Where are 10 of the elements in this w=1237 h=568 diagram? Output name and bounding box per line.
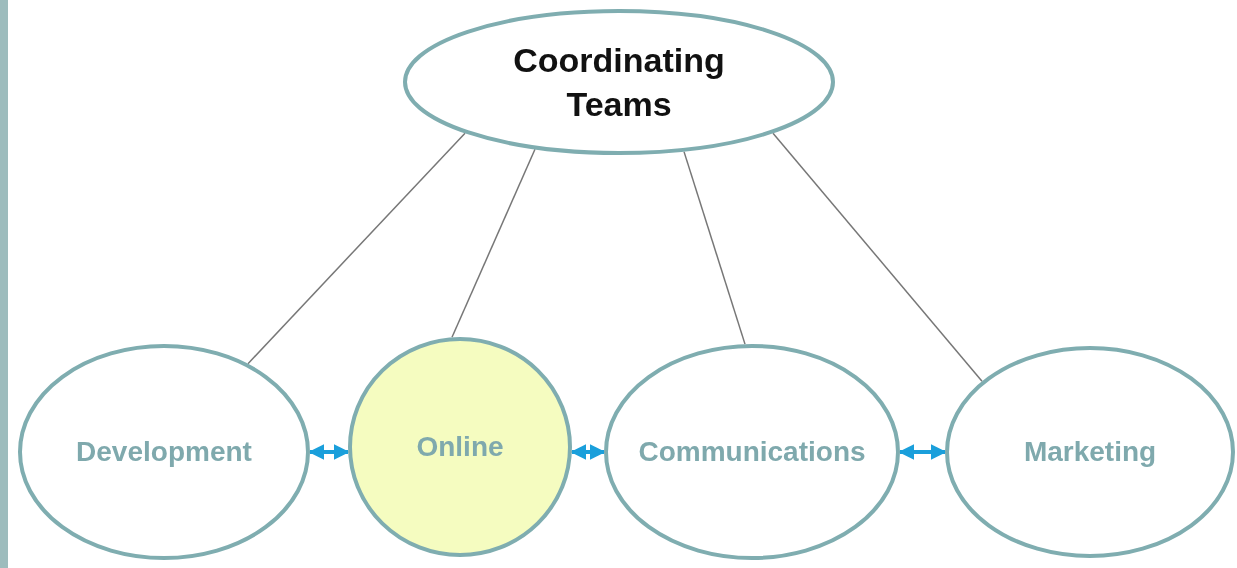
connector-line (247, 132, 466, 365)
double-arrow (570, 444, 606, 460)
connector-line (772, 132, 983, 382)
team-label: Marketing (1022, 434, 1158, 469)
connector-line (683, 150, 746, 345)
team-label: Online (415, 429, 505, 464)
team-label: Communications (637, 434, 867, 469)
team-label: Coordinating Teams (512, 39, 726, 125)
connector-line (451, 148, 536, 339)
team-label: Development (75, 434, 253, 469)
